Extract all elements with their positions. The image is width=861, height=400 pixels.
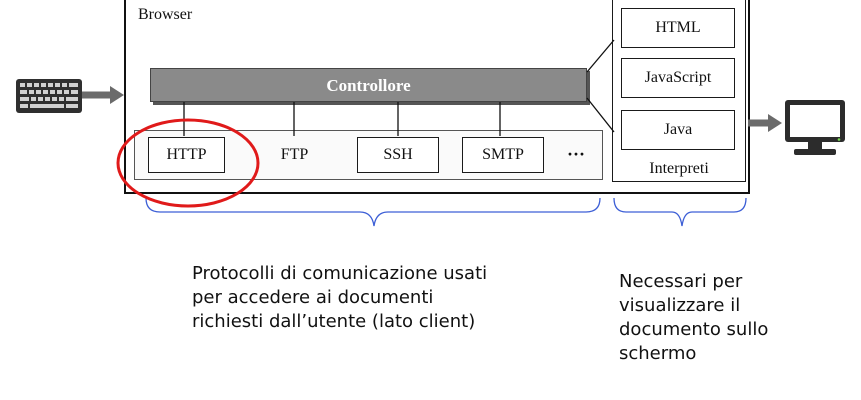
protocols-caption-line-2: per accedere ai documenti [192,287,434,308]
interpreters-label: Interpreti [649,160,709,177]
interpreter-html-box [621,8,735,48]
protocol-http-label: HTTP [166,146,207,163]
protocol-ssh-box [357,137,439,173]
interpreter-java-box [621,110,735,150]
interpreters-caption-line-4: schermo [619,343,697,364]
interpreters-caption-line-3: documento sullo [619,319,769,340]
protocols-caption-line-3: richiesti dall’utente (lato client) [192,311,476,332]
browser-label: Browser [138,6,193,23]
protocol-smtp-box [462,137,544,173]
protocol-ssh-label: SSH [383,146,413,163]
protocol-smtp-label: SMTP [482,146,524,163]
protocols-caption-line-1: Protocolli di comunicazione usati [192,263,488,284]
controller-label: Controllore [326,76,411,95]
protocol-http-box [148,137,225,173]
interpreters-caption: Necessari per visualizzare il documento … [619,270,768,366]
interpreters-caption-line-1: Necessari per [619,271,743,292]
protocols-caption: Protocolli di comunicazione usati per ac… [192,262,487,334]
monitor-icon [785,100,845,155]
interpreter-javascript-box [621,58,735,98]
interpreter-html-label: HTML [655,19,701,36]
protocol-ftp-label: FTP [280,146,309,163]
interpreter-javascript-label: JavaScript [644,69,712,86]
controller-bar [150,68,587,102]
interpreters-caption-line-2: visualizzare il [619,295,741,316]
http-highlight-circle [116,118,260,208]
interpreter-java-label: Java [663,121,693,138]
keyboard-icon [16,79,82,113]
protocols-ellipsis: ··· [566,144,585,164]
